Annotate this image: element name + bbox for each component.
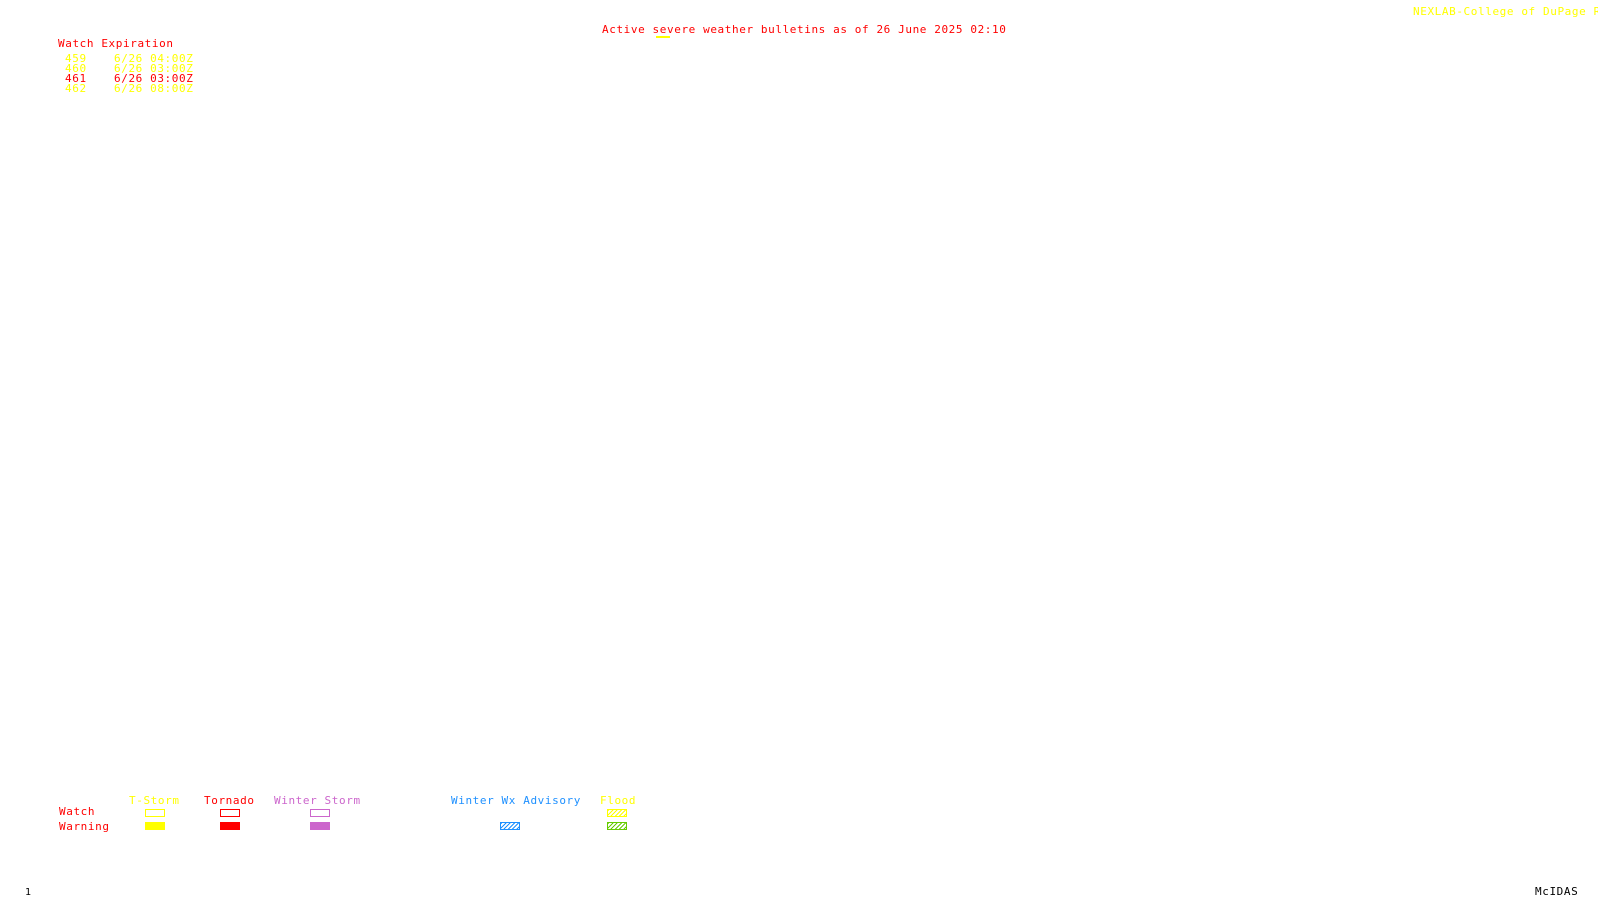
credit-label: NEXLAB-College of DuPage R [1413, 6, 1598, 17]
legend-winter-advisory-label: Winter Wx Advisory [451, 794, 582, 807]
watch-row: 459 6/26 04:00Z [65, 52, 194, 65]
tstorm-watch-swatch [145, 809, 165, 817]
title-underline-mark [656, 36, 670, 38]
watch-expiration-time: 6/26 04:00Z [114, 52, 194, 65]
watch-expiration-time: 6/26 03:00Z [114, 62, 194, 75]
watch-number: 460 [65, 62, 87, 75]
legend-row-warning: Warning [59, 820, 110, 833]
bulletin-title: Active severe weather bulletins as of 26… [602, 23, 1007, 36]
watch-row: 460 6/26 03:00Z [65, 62, 194, 75]
watch-expiration-heading: Watch Expiration [58, 37, 174, 50]
flood-warning-swatch [607, 822, 627, 830]
winter-storm-watch-swatch [310, 809, 330, 817]
tstorm-warning-swatch [145, 822, 165, 830]
watch-row: 462 6/26 08:00Z [65, 82, 194, 95]
flood-watch-swatch [607, 809, 627, 817]
mcidas-label: McIDAS [1535, 885, 1579, 898]
legend-flood-label: Flood [600, 794, 637, 807]
frame-number: 1 [25, 887, 32, 898]
watch-expiration-time: 6/26 08:00Z [114, 82, 194, 95]
tornado-warning-swatch [220, 822, 240, 830]
tornado-watch-swatch [220, 809, 240, 817]
watch-number: 462 [65, 82, 87, 95]
legend-winter-storm-label: Winter Storm [274, 794, 361, 807]
winter-storm-warning-swatch [310, 822, 330, 830]
winter-advisory-warning-swatch [500, 822, 520, 830]
watch-expiration-time: 6/26 03:00Z [114, 72, 194, 85]
legend-tornado-label: Tornado [204, 794, 255, 807]
watch-number: 461 [65, 72, 87, 85]
legend-row-watch: Watch [59, 805, 96, 818]
legend-tstorm-label: T-Storm [129, 794, 180, 807]
watch-row: 461 6/26 03:00Z [65, 72, 194, 85]
watch-number: 459 [65, 52, 87, 65]
